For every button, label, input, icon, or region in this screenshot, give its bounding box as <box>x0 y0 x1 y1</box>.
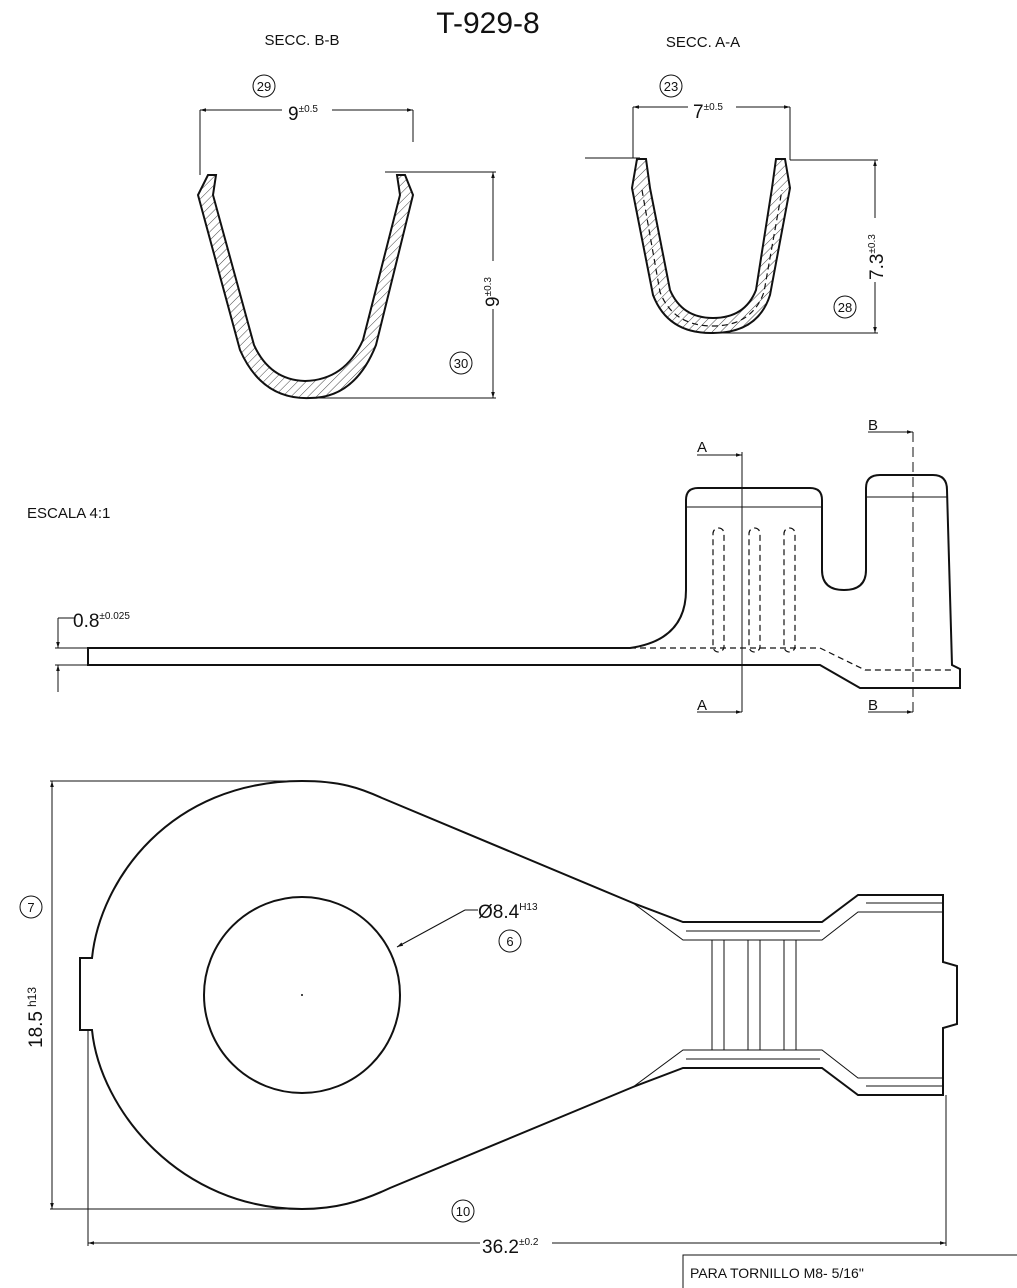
cut-a-label-bottom: A <box>697 697 707 714</box>
balloon-10 <box>451 1199 475 1223</box>
section-a-a-profile <box>630 158 792 335</box>
cut-b-label-bottom: B <box>868 697 878 714</box>
scale-label: ESCALA 4:1 <box>27 505 110 522</box>
balloon-7-text: 7 <box>27 900 34 915</box>
note-text: PARA TORNILLO M8- 5/16" <box>690 1265 864 1281</box>
section-b-b: SECC. B-B 9±0.5 29 9±0.3 30 <box>196 32 504 400</box>
balloon-29-text: 29 <box>257 79 271 94</box>
dim-length: 36.2±0.2 <box>482 1237 539 1258</box>
dim-height-aa: 7.3±0.3 <box>867 234 888 280</box>
top-view: Ø8.4H13 6 18.5h13 7 36.2±0.2 10 <box>19 779 958 1258</box>
section-a-a-label: SECC. A-A <box>666 34 740 51</box>
balloon-6 <box>498 929 522 953</box>
balloon-7 <box>19 895 43 919</box>
terminal-outline <box>79 779 958 1211</box>
drawing-title: T-929-8 <box>436 7 539 40</box>
section-b-b-label: SECC. B-B <box>264 32 339 49</box>
balloon-29 <box>252 74 276 98</box>
dim-thickness: 0.8±0.025 <box>73 611 130 632</box>
dim-width-aa: 7±0.5 <box>693 102 723 123</box>
dim-height: 18.5h13 <box>25 987 47 1048</box>
note-box <box>682 1254 1017 1288</box>
dim-hole: Ø8.4H13 <box>478 902 538 923</box>
balloon-10-text: 10 <box>456 1204 470 1219</box>
dim-height-bb: 9±0.3 <box>483 277 504 307</box>
side-profile <box>87 474 961 689</box>
dim-width-bb: 9±0.5 <box>288 104 318 125</box>
balloon-30-text: 30 <box>454 356 468 371</box>
balloon-23-text: 23 <box>664 79 678 94</box>
balloon-6-text: 6 <box>506 934 513 949</box>
balloon-23 <box>659 74 683 98</box>
side-view: ESCALA 4:1 A A B B 0.8±0.025 <box>27 417 961 714</box>
cut-a-label-top: A <box>697 439 707 456</box>
section-b-b-profile <box>196 174 415 400</box>
balloon-30 <box>449 351 473 375</box>
balloon-28 <box>833 295 857 319</box>
balloon-28-text: 28 <box>838 300 852 315</box>
crimp-ribs <box>711 940 797 1050</box>
cut-b-label-top: B <box>868 417 878 434</box>
bolt-hole <box>203 896 401 1094</box>
section-a-a: SECC. A-A 7±0.5 23 7.3±0.3 28 <box>585 34 888 335</box>
